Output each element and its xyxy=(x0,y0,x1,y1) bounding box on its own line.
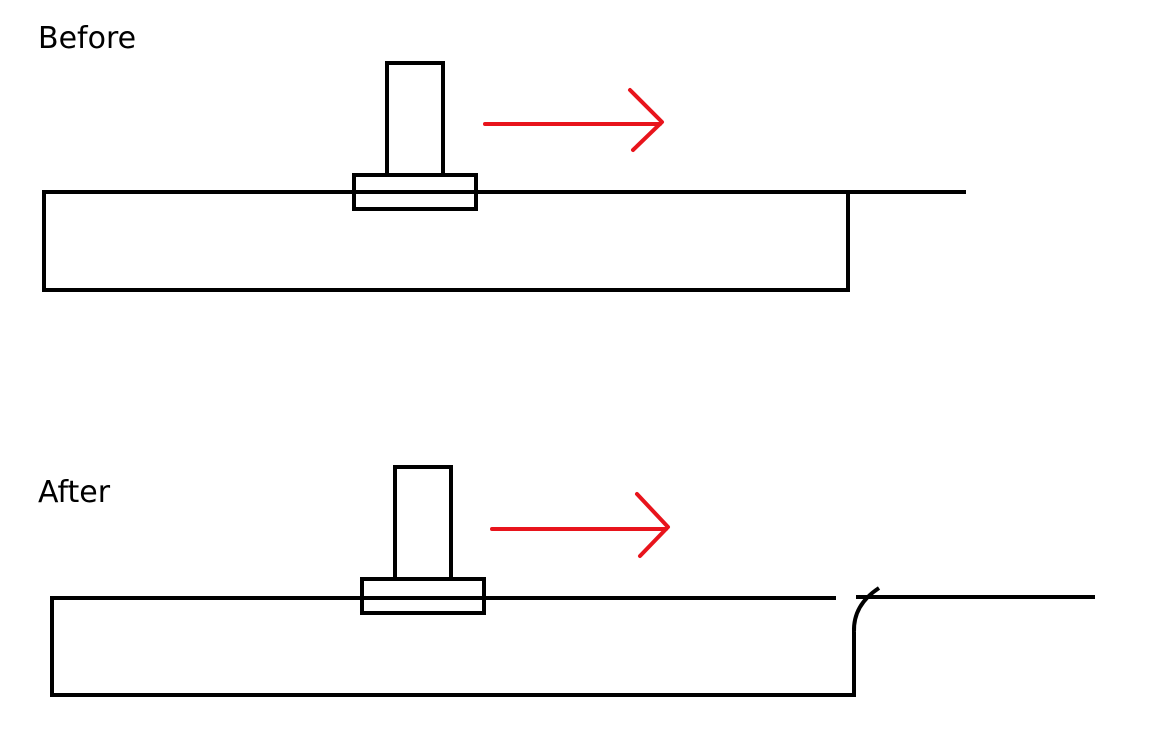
before-tool-stem xyxy=(385,61,445,177)
after-deformed-corner xyxy=(851,586,881,633)
after-direction-arrow xyxy=(490,492,670,558)
after-workpiece xyxy=(50,596,856,697)
before-arrow-head xyxy=(628,88,664,152)
after-arrow-head xyxy=(635,492,670,558)
before-workpiece xyxy=(42,190,850,292)
before-panel xyxy=(42,61,966,292)
after-panel xyxy=(50,465,1095,697)
after-tool-stem xyxy=(393,465,453,581)
after-label: After xyxy=(38,475,111,510)
before-label: Before xyxy=(38,21,137,56)
before-direction-arrow xyxy=(483,88,664,152)
